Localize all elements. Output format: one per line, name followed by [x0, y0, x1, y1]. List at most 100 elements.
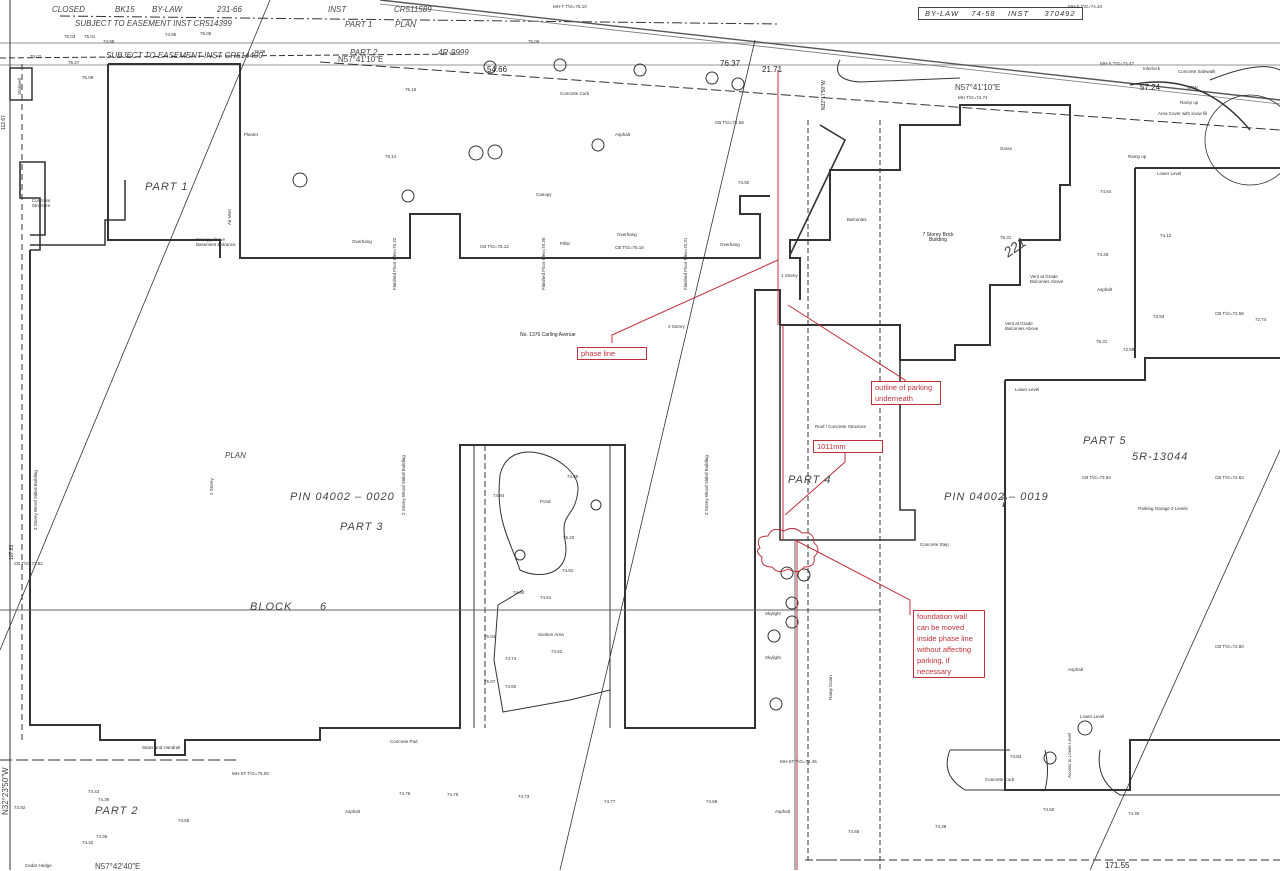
spot-elevation: 75.06: [528, 39, 540, 44]
bylaw-number: 231-66: [217, 5, 242, 14]
parking-garage: Parking Garage 2 Levels: [1138, 506, 1188, 511]
part2-bottom-label: PART 2: [95, 805, 139, 817]
spot-elevation: 74.39: [98, 797, 110, 802]
finished-floor-2: Finished Floor Elev=75.30: [541, 237, 546, 290]
building-7-storey: 7 Storey Brick Building: [922, 232, 954, 243]
spot-elevation: 74.60: [505, 684, 517, 689]
bearing-bottom: N57°42'40"E: [95, 862, 141, 871]
pillar-label: Pillar: [560, 241, 571, 246]
lower-level-label-1: Lower Level: [1157, 171, 1182, 176]
spot-elevation: 74.94: [513, 590, 525, 595]
spot-elevation: 74.64: [1100, 189, 1112, 194]
pin-right: PIN 04002 – 0019: [944, 491, 1049, 503]
asphalt-label-5: Asphalt: [615, 132, 631, 137]
catch-basin-5: CB T\G=72.63: [1215, 475, 1244, 480]
vent-label-1: Vent at Grade Balconies Above: [1030, 274, 1064, 284]
concrete-sidewalk: Concrete Sidewalk: [1178, 69, 1216, 74]
spot-elevation: 75.09: [82, 75, 94, 80]
spot-elevation: 75.22: [563, 535, 575, 540]
grass-label: Grass: [1000, 146, 1013, 151]
catch-basin-6: CB T\G=72.58: [1215, 311, 1244, 316]
area-cover-label: Area Cover with snow fill: [1158, 111, 1208, 116]
part5-label: PART 5: [1083, 435, 1127, 447]
building-2-storey-d: 2 Storey: [668, 324, 685, 329]
manhole-5: MH-ST T\G=75.08: [232, 771, 269, 776]
spot-elevation: 74.74: [505, 656, 517, 661]
spot-elevation: 74.32: [82, 840, 94, 845]
skylight-label-1: Skylight: [765, 611, 781, 616]
concrete-curb-1: Concrete Curb: [560, 91, 590, 96]
inst-number: CR511589: [394, 5, 432, 14]
distance-21-71: 21.71: [762, 65, 783, 74]
spot-elevation: 75.07: [484, 679, 496, 684]
overhang-label-2: Overhang: [617, 232, 637, 237]
lot-seven: 7: [1000, 494, 1008, 510]
spot-elevation: 73.93: [1153, 314, 1165, 319]
catch-basin-1: CB T\G=74.58: [715, 120, 744, 125]
part3-label: PART 3: [340, 521, 384, 533]
spot-elevation: 74.43: [88, 789, 100, 794]
bylaw-box-c: INST: [1007, 9, 1030, 18]
spot-elevation: 74.68: [706, 799, 718, 804]
balconies-label: Balconies: [847, 217, 867, 222]
spot-elevation: 74.12: [1160, 233, 1172, 238]
ramp-down-label: Ramp Down: [828, 675, 833, 700]
canopy-label: Canopy: [536, 192, 552, 197]
spot-elevation: 74.83: [1010, 754, 1022, 759]
closed-label: CLOSED: [52, 5, 85, 14]
catch-basin-2: CB T\G=75.12: [480, 244, 509, 249]
crw-label: CRW: [1187, 85, 1198, 90]
canopy-basement-label: Canopy above Basement Entrance: [196, 237, 236, 247]
concrete-curb-2: Concrete Curb: [985, 777, 1015, 782]
skylight-label-2: Skylight: [765, 655, 781, 660]
bk-label: BK15: [115, 5, 135, 14]
asphalt-label-4: Asphalt: [345, 809, 361, 814]
distance-54-66: 54.66: [487, 65, 508, 74]
bylaw-box-a: BY-LAW: [925, 9, 960, 18]
spot-elevation: 75.14: [385, 154, 397, 159]
spot-elevation: 75.01: [84, 34, 96, 39]
sunken-area-label: Sunken Area: [538, 632, 564, 637]
inst-label: INST: [328, 5, 347, 14]
planter-label: Planter: [244, 132, 259, 137]
part2-top-label: PART 2: [350, 48, 378, 57]
vent-label-2: Vent at Grade Balconies Above: [1005, 321, 1039, 331]
spot-elevation: 74.30: [1128, 811, 1140, 816]
spot-elevation: 75.15: [405, 87, 417, 92]
spot-elevation: 75.02: [30, 54, 42, 59]
bylaw-box: BY-LAW 74-58 INST 370492: [918, 7, 1083, 20]
manhole-6: MH-ST T\G=74.45: [780, 759, 817, 764]
overhang-label-1: Overhang: [352, 239, 372, 244]
access-lower-level-label: Access to Lower Level: [1067, 732, 1072, 778]
catch-basin-3: CB T\G=75.18: [615, 245, 644, 250]
spot-elevation: 74.76: [399, 791, 411, 796]
part4-label: PART 4: [788, 474, 832, 486]
lower-level-label-3: Lower Level: [1080, 714, 1105, 719]
spot-elevation: 74.39: [935, 824, 947, 829]
distance-112-67: 112.67: [1, 115, 7, 130]
finished-floor-3: Finished Floor Elev=75.31: [683, 237, 688, 290]
roof-concrete-structure: Roof / Concrete Structure: [815, 424, 867, 429]
spot-elevation: 75.04: [484, 634, 496, 639]
spot-elevation: 74.84: [493, 493, 505, 498]
spot-elevation: 74.50: [1043, 807, 1055, 812]
spot-elevation: 74.73: [518, 794, 530, 799]
bylaw-box-d: 370492: [1044, 9, 1076, 18]
sr-number: 5R-13044: [1132, 451, 1189, 463]
building-1376-carling: No. 1376 Carling Avenue: [520, 332, 576, 338]
spot-elevation: 74.92: [738, 180, 750, 185]
part1-label: PART 1: [145, 181, 189, 193]
distance-171-55: 171.55: [1105, 861, 1130, 870]
markup-lines: [611, 70, 911, 870]
phase-line-callout: phase line: [577, 347, 647, 360]
interlock-label: Interlock: [1143, 66, 1161, 71]
block-number: 6: [320, 601, 328, 613]
spot-elevation: 73.92: [14, 805, 26, 810]
part1-top-label: PART 1: [345, 20, 373, 29]
asphalt-label-1: Asphalt: [1097, 287, 1113, 292]
parking-outline-callout: outline of parking underneath: [871, 381, 941, 405]
spot-elevation: 75.08: [254, 49, 266, 54]
plan-top-label: PLAN: [395, 20, 416, 29]
spot-elevation: 74.98: [103, 39, 115, 44]
